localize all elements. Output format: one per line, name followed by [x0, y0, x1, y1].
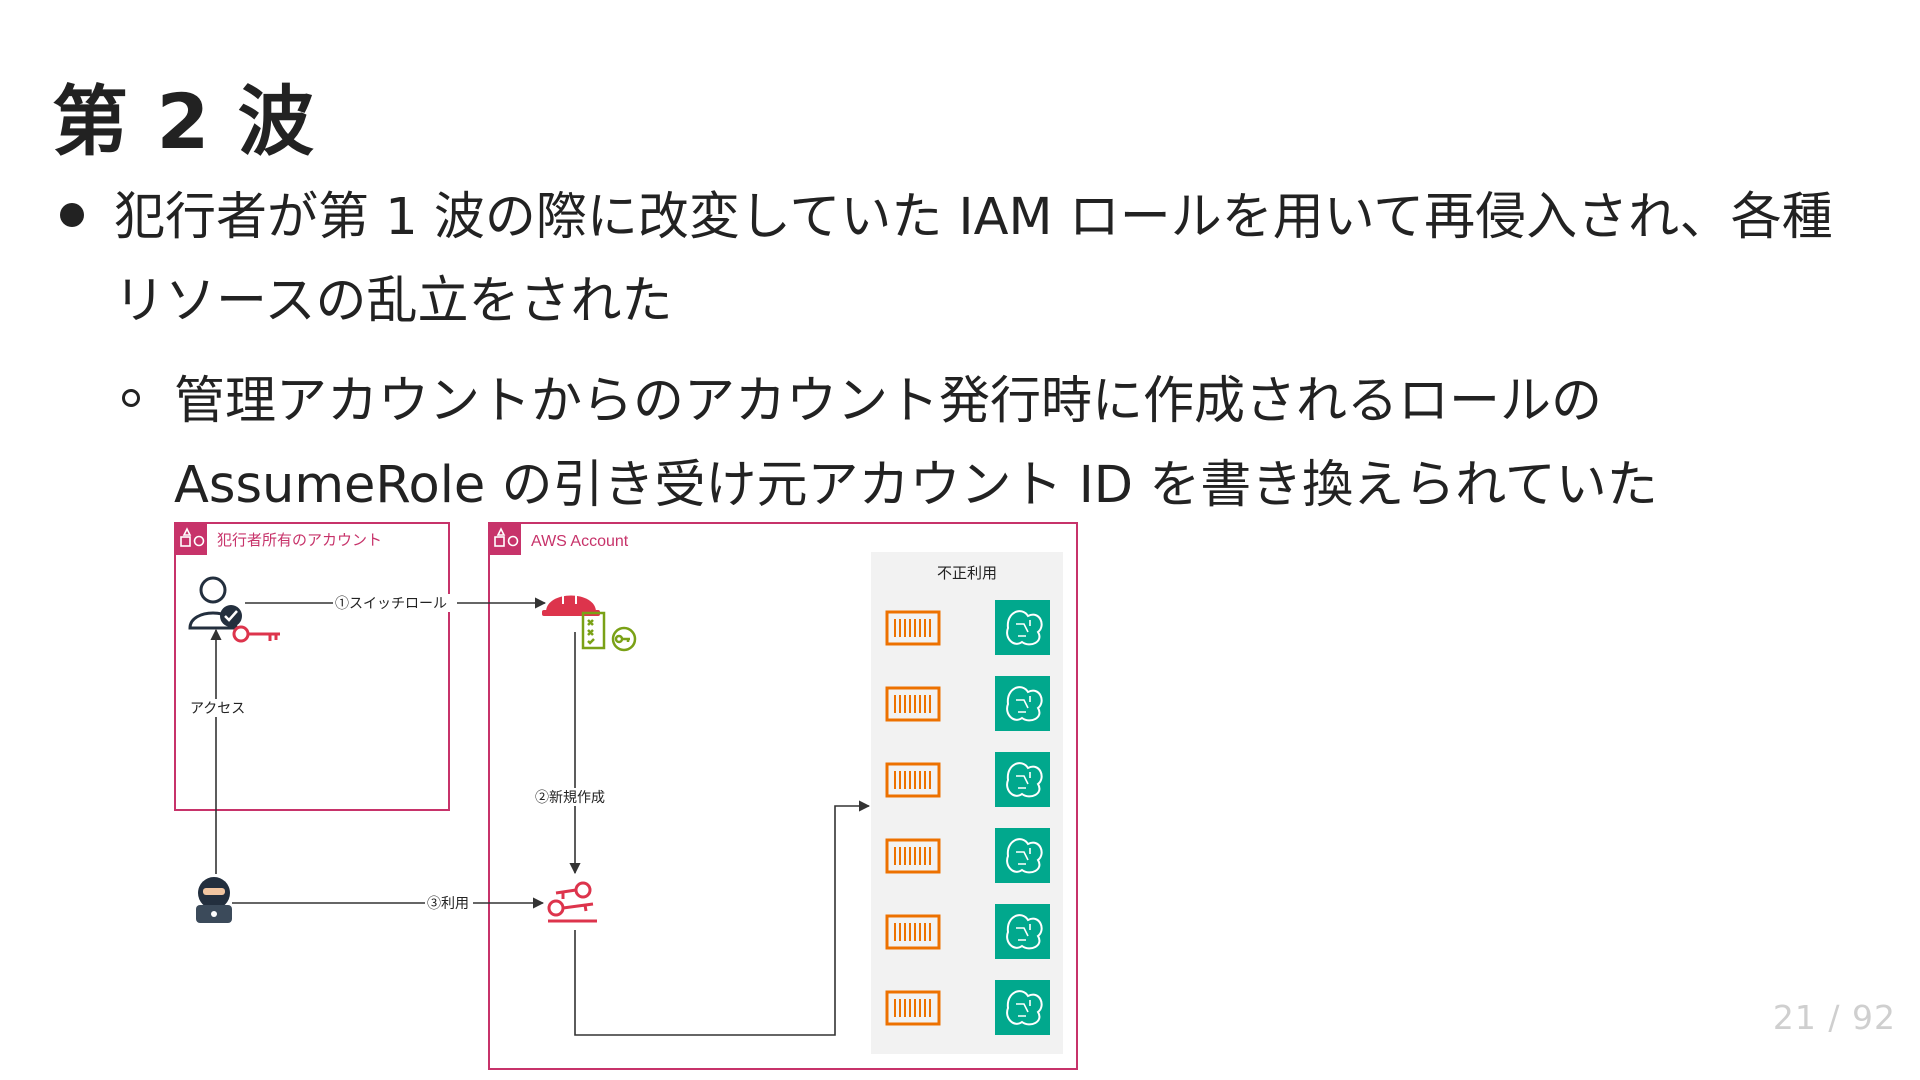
- container-icon: [885, 762, 941, 798]
- container-icon: [885, 610, 941, 646]
- unauthorized-use-label: 不正利用: [937, 565, 997, 582]
- edge-label-switch-role: ①スイッチロール: [335, 595, 447, 611]
- user-icon: [188, 576, 242, 630]
- page-current: 21: [1772, 998, 1817, 1037]
- container-icon: [885, 990, 941, 1026]
- edge-label-access: アクセス: [190, 700, 245, 716]
- resource-rows: [885, 600, 1050, 1035]
- sub-bullet-circle: [122, 389, 140, 407]
- edge-label-create-new: ②新規作成: [535, 789, 605, 805]
- ml-service-icon: [995, 980, 1050, 1035]
- edges: [210, 597, 871, 1036]
- sub-bullet-text: 管理アカウントからのアカウント発行時に作成されるロールの AssumeRole …: [174, 372, 1658, 515]
- edge-label-use: ③利用: [427, 895, 469, 911]
- attacker-account-group: 犯行者所有のアカウント: [174, 522, 450, 811]
- container-icon: [885, 914, 941, 950]
- ml-service-icon: [995, 752, 1050, 807]
- iam-role-icon: [542, 592, 600, 616]
- ml-service-icon: [995, 904, 1050, 959]
- edge-to-resources: [574, 800, 871, 1036]
- access-keys-icon: [547, 881, 597, 923]
- aws-account-group: AWS Account: [488, 522, 1078, 1070]
- ml-service-icon: [995, 600, 1050, 655]
- slide-title: 第 2 波: [52, 77, 315, 166]
- bullet-dot: [60, 203, 84, 227]
- hacker-icon: [196, 877, 232, 923]
- account-icon: [180, 527, 205, 547]
- ml-service-icon: [995, 676, 1050, 731]
- account-icon: [494, 527, 519, 547]
- aws-account-label: AWS Account: [531, 533, 629, 550]
- key-icon: [232, 625, 280, 643]
- bullet-text: 犯行者が第 1 波の際に改変していた IAM ロールを用いて再侵入され、各種リソ…: [114, 188, 1833, 331]
- container-icon: [885, 838, 941, 874]
- page-indicator: 21 / 92: [1773, 998, 1896, 1037]
- policy-document-icon: [581, 611, 637, 652]
- page-separator: /: [1828, 998, 1852, 1037]
- page-total: 92: [1852, 998, 1896, 1037]
- attacker-account-label: 犯行者所有のアカウント: [217, 532, 382, 549]
- container-icon: [885, 686, 941, 722]
- ml-service-icon: [995, 828, 1050, 883]
